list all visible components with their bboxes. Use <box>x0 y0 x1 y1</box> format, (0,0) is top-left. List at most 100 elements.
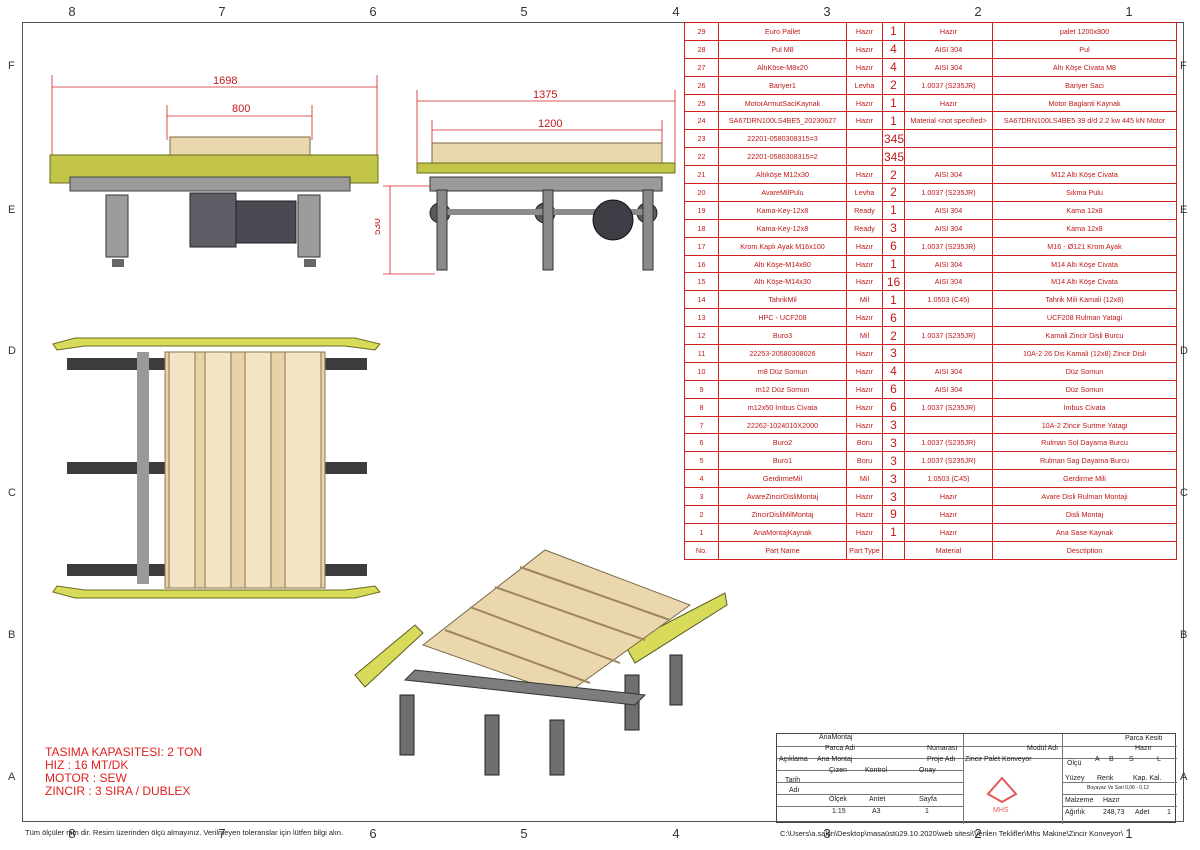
tb-qty-label: Adet <box>1135 809 1150 816</box>
tb-size-label: Ölçü <box>1067 760 1082 767</box>
bom-part-type: Hazır <box>846 397 883 417</box>
bom-material: 1.0037 (S235JR) <box>904 433 993 453</box>
bom-no: 8 <box>684 397 719 417</box>
bom-part-type: Hazır <box>846 344 883 363</box>
bom-qty: 6 <box>882 397 905 417</box>
bom-part-name: Kama-Key-12x8 <box>718 200 847 220</box>
bom-qty: 345 <box>882 147 905 167</box>
bom-part-name: SA67DRN100LS4BE5_20230627 <box>718 111 847 131</box>
bom-qty: 2 <box>882 326 905 346</box>
tb-format-value: A3 <box>872 808 881 815</box>
row-label: D <box>1180 345 1188 357</box>
row-label: D <box>8 345 16 357</box>
bom-material: 1.0503 (C45) <box>904 290 993 310</box>
bom-part-type: Hazır <box>846 57 883 77</box>
bom-part-name: Part Name <box>718 540 847 560</box>
bom-description: Disli Montaj <box>992 505 1177 524</box>
bom-qty: 4 <box>882 57 905 77</box>
dim-front-pallet: 800 <box>232 103 250 115</box>
bom-qty: 3 <box>882 415 905 435</box>
bom-qty: 1 <box>882 254 905 274</box>
bom-part-type: Boru <box>846 451 883 471</box>
bom-part-name: Buro2 <box>718 433 847 453</box>
tb-project-value: Zincir Palet Konveyor <box>965 756 1032 763</box>
bom-part-name: 22262-1024010X2000 <box>718 415 847 435</box>
bom-part-type: Ready <box>846 218 883 238</box>
bom-no: 23 <box>684 129 719 149</box>
bom-qty: 6 <box>882 308 905 328</box>
spec-notes: TASIMA KAPASITESI: 2 TON HIZ : 16 MT/DK … <box>45 746 202 798</box>
bom-qty: 345 <box>882 129 905 149</box>
row-label: E <box>8 204 16 216</box>
bom-description: Bariyer Saci <box>992 75 1177 95</box>
col-label: 2 <box>974 826 982 841</box>
bom-material: AISI 304 <box>904 254 993 274</box>
top-view <box>52 337 381 599</box>
bom-part-type: Hazır <box>846 22 883 41</box>
bom-no: 1 <box>684 522 719 542</box>
bom-material: 1.0037 (S235JR) <box>904 75 993 95</box>
bom-no: 3 <box>684 487 719 507</box>
tb-description-label: Açıklama <box>779 756 808 763</box>
tb-part-name-value: AnaMontaj <box>819 734 853 741</box>
bom-part-type: Mil <box>846 469 883 489</box>
tb-format-label: Antet <box>869 796 886 803</box>
bom-qty: 16 <box>882 272 905 292</box>
col-label: 4 <box>672 826 680 841</box>
bom-description: Düz Somun <box>992 361 1177 381</box>
bom-material <box>904 415 993 435</box>
bom-part-type: Hazır <box>846 505 883 524</box>
row-label: B <box>8 629 16 641</box>
bom-no: 21 <box>684 165 719 185</box>
bom-no: 14 <box>684 290 719 310</box>
bom-part-type: Boru <box>846 433 883 453</box>
bom-part-name: m12 Düz Somun <box>718 379 847 399</box>
bom-description: Düz Somun <box>992 379 1177 399</box>
col-label: 5 <box>520 826 528 841</box>
tb-section-value: Hazır <box>1135 745 1152 752</box>
tb-drawn-label: Çizen <box>829 767 847 774</box>
bom-part-name: 22253-20580308026 <box>718 344 847 363</box>
bom-material: AISI 304 <box>904 39 993 59</box>
bom-part-name: Buro1 <box>718 451 847 471</box>
bom-description: 10A-2 26 Dis Kamali (12x8) Zincir Disli <box>992 344 1177 363</box>
bom-description: Sıkma Pulu <box>992 183 1177 202</box>
front-view: 1698 800 <box>49 75 379 267</box>
bom-material <box>904 344 993 363</box>
row-label: A <box>8 771 16 783</box>
bom-material: Hazır <box>904 522 993 542</box>
bom-qty: 4 <box>882 361 905 381</box>
bom-no: 4 <box>684 469 719 489</box>
bom-part-name: m8 Düz Somun <box>718 361 847 381</box>
bom-description: Motor Baglanti Kaynak <box>992 93 1177 113</box>
tb-surface-label: Yüzey <box>1065 775 1085 782</box>
bom-qty <box>882 540 905 560</box>
bom-material: Hazır <box>904 93 993 113</box>
tb-color-label: Renk <box>1097 775 1114 782</box>
tb-check-label: Kontrol <box>865 767 888 774</box>
tb-scale-value: 1:15 <box>832 808 846 815</box>
bom-description: Altı Köşe Civata M8 <box>992 57 1177 77</box>
bom-qty: 3 <box>882 469 905 489</box>
bom-description: M14 Altı Köşe Civata <box>992 272 1177 292</box>
bom-no: 15 <box>684 272 719 292</box>
bom-qty: 9 <box>882 505 905 524</box>
bom-description: Avare Disli Rulman Montaji <box>992 487 1177 507</box>
tb-module-label: Modül Adı <box>1027 745 1059 752</box>
bom-description: Desctiption <box>992 540 1177 560</box>
bom-description: Kama 12x8 <box>992 218 1177 238</box>
bom-description <box>992 147 1177 167</box>
bom-part-name: m12x50 İmbus Civata <box>718 397 847 417</box>
tb-part-name-label: Parca Adi <box>825 745 855 752</box>
bom-part-type: Hazır <box>846 308 883 328</box>
bom-no: 24 <box>684 111 719 131</box>
bom-material: 1.0037 (S235JR) <box>904 236 993 256</box>
